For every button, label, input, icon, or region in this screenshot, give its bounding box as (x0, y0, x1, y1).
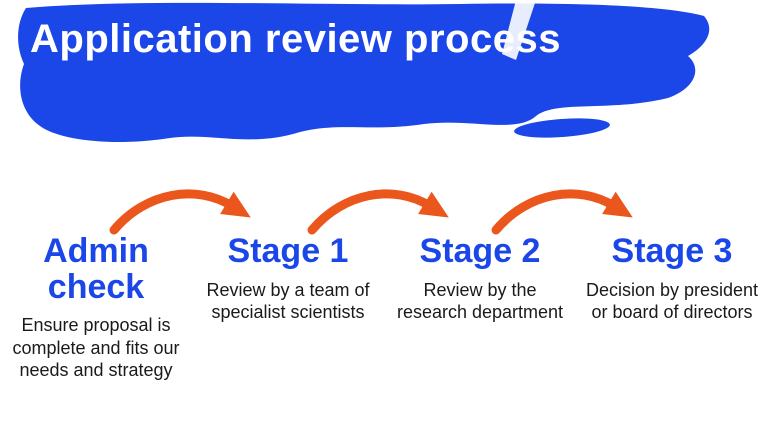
stage-heading: Admin check (43, 232, 149, 306)
stage-description: Review by the research department (396, 279, 564, 322)
stage-1: Stage 1 Review by a team of specialist s… (192, 232, 384, 381)
stage-2: Stage 2 Review by the research departmen… (384, 232, 576, 381)
stage-admin-check: Admin check Ensure proposal is complete … (0, 232, 192, 381)
curved-arrow-right-icon (104, 184, 254, 236)
stage-description: Decision by president or board of direct… (585, 279, 759, 322)
brush-stroke-shape (0, 0, 768, 180)
stage-description: Review by a team of specialist scientist… (206, 279, 370, 322)
stage-description: Ensure proposal is complete and fits our… (12, 315, 180, 380)
curved-arrow-right-icon (486, 184, 636, 236)
stage-3: Stage 3 Decision by president or board o… (576, 232, 768, 381)
stages-row: Admin check Ensure proposal is complete … (0, 232, 768, 381)
stage-heading: Stage 3 (611, 232, 733, 270)
curved-arrow-right-icon (302, 184, 452, 236)
stage-heading: Stage 1 (227, 232, 349, 270)
page-title: Application review process (30, 17, 561, 61)
stage-heading: Stage 2 (419, 232, 541, 270)
arrows-row (0, 184, 768, 236)
